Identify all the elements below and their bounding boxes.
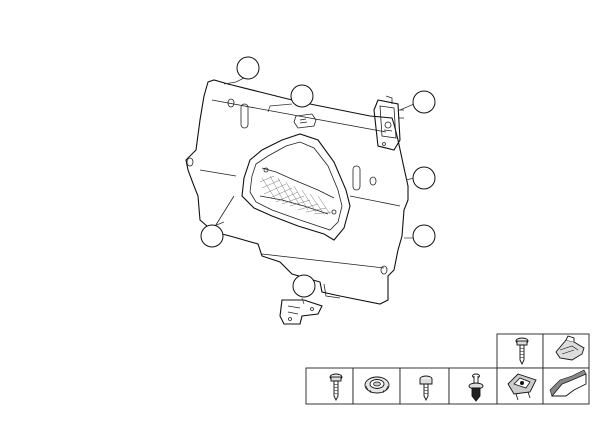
callout-5 [412, 224, 436, 248]
fastener [331, 209, 337, 215]
grommet-icon [364, 376, 390, 394]
hole [380, 265, 388, 275]
clip-bracket-icon [555, 335, 585, 361]
badge-part [293, 113, 317, 129]
fastener [263, 167, 269, 173]
callouts [200, 56, 436, 298]
push-pin-icon [468, 373, 484, 402]
callout-1 [236, 56, 260, 80]
spring-nut-icon [507, 373, 537, 401]
net-mesh [259, 175, 333, 215]
callout-7 [292, 274, 316, 298]
hole [369, 176, 377, 186]
screw-icon [329, 373, 343, 402]
trim-panel [185, 79, 409, 305]
ski-bag-opening [241, 133, 351, 241]
screw-icon [515, 337, 529, 366]
callout-4 [412, 166, 436, 190]
bracket-part [279, 299, 323, 325]
callout-3 [412, 90, 436, 114]
slot-right [352, 165, 361, 191]
hole [227, 98, 235, 108]
hole [186, 157, 194, 167]
leader-lines [213, 77, 415, 305]
callout-6 [200, 224, 224, 248]
callout-2 [290, 84, 314, 108]
screw-icon [419, 375, 433, 402]
hardware-legend [305, 333, 590, 405]
arrow-icon [549, 369, 587, 397]
latch-part [373, 95, 404, 151]
slot-left [240, 103, 249, 129]
legend-cell [305, 367, 354, 405]
